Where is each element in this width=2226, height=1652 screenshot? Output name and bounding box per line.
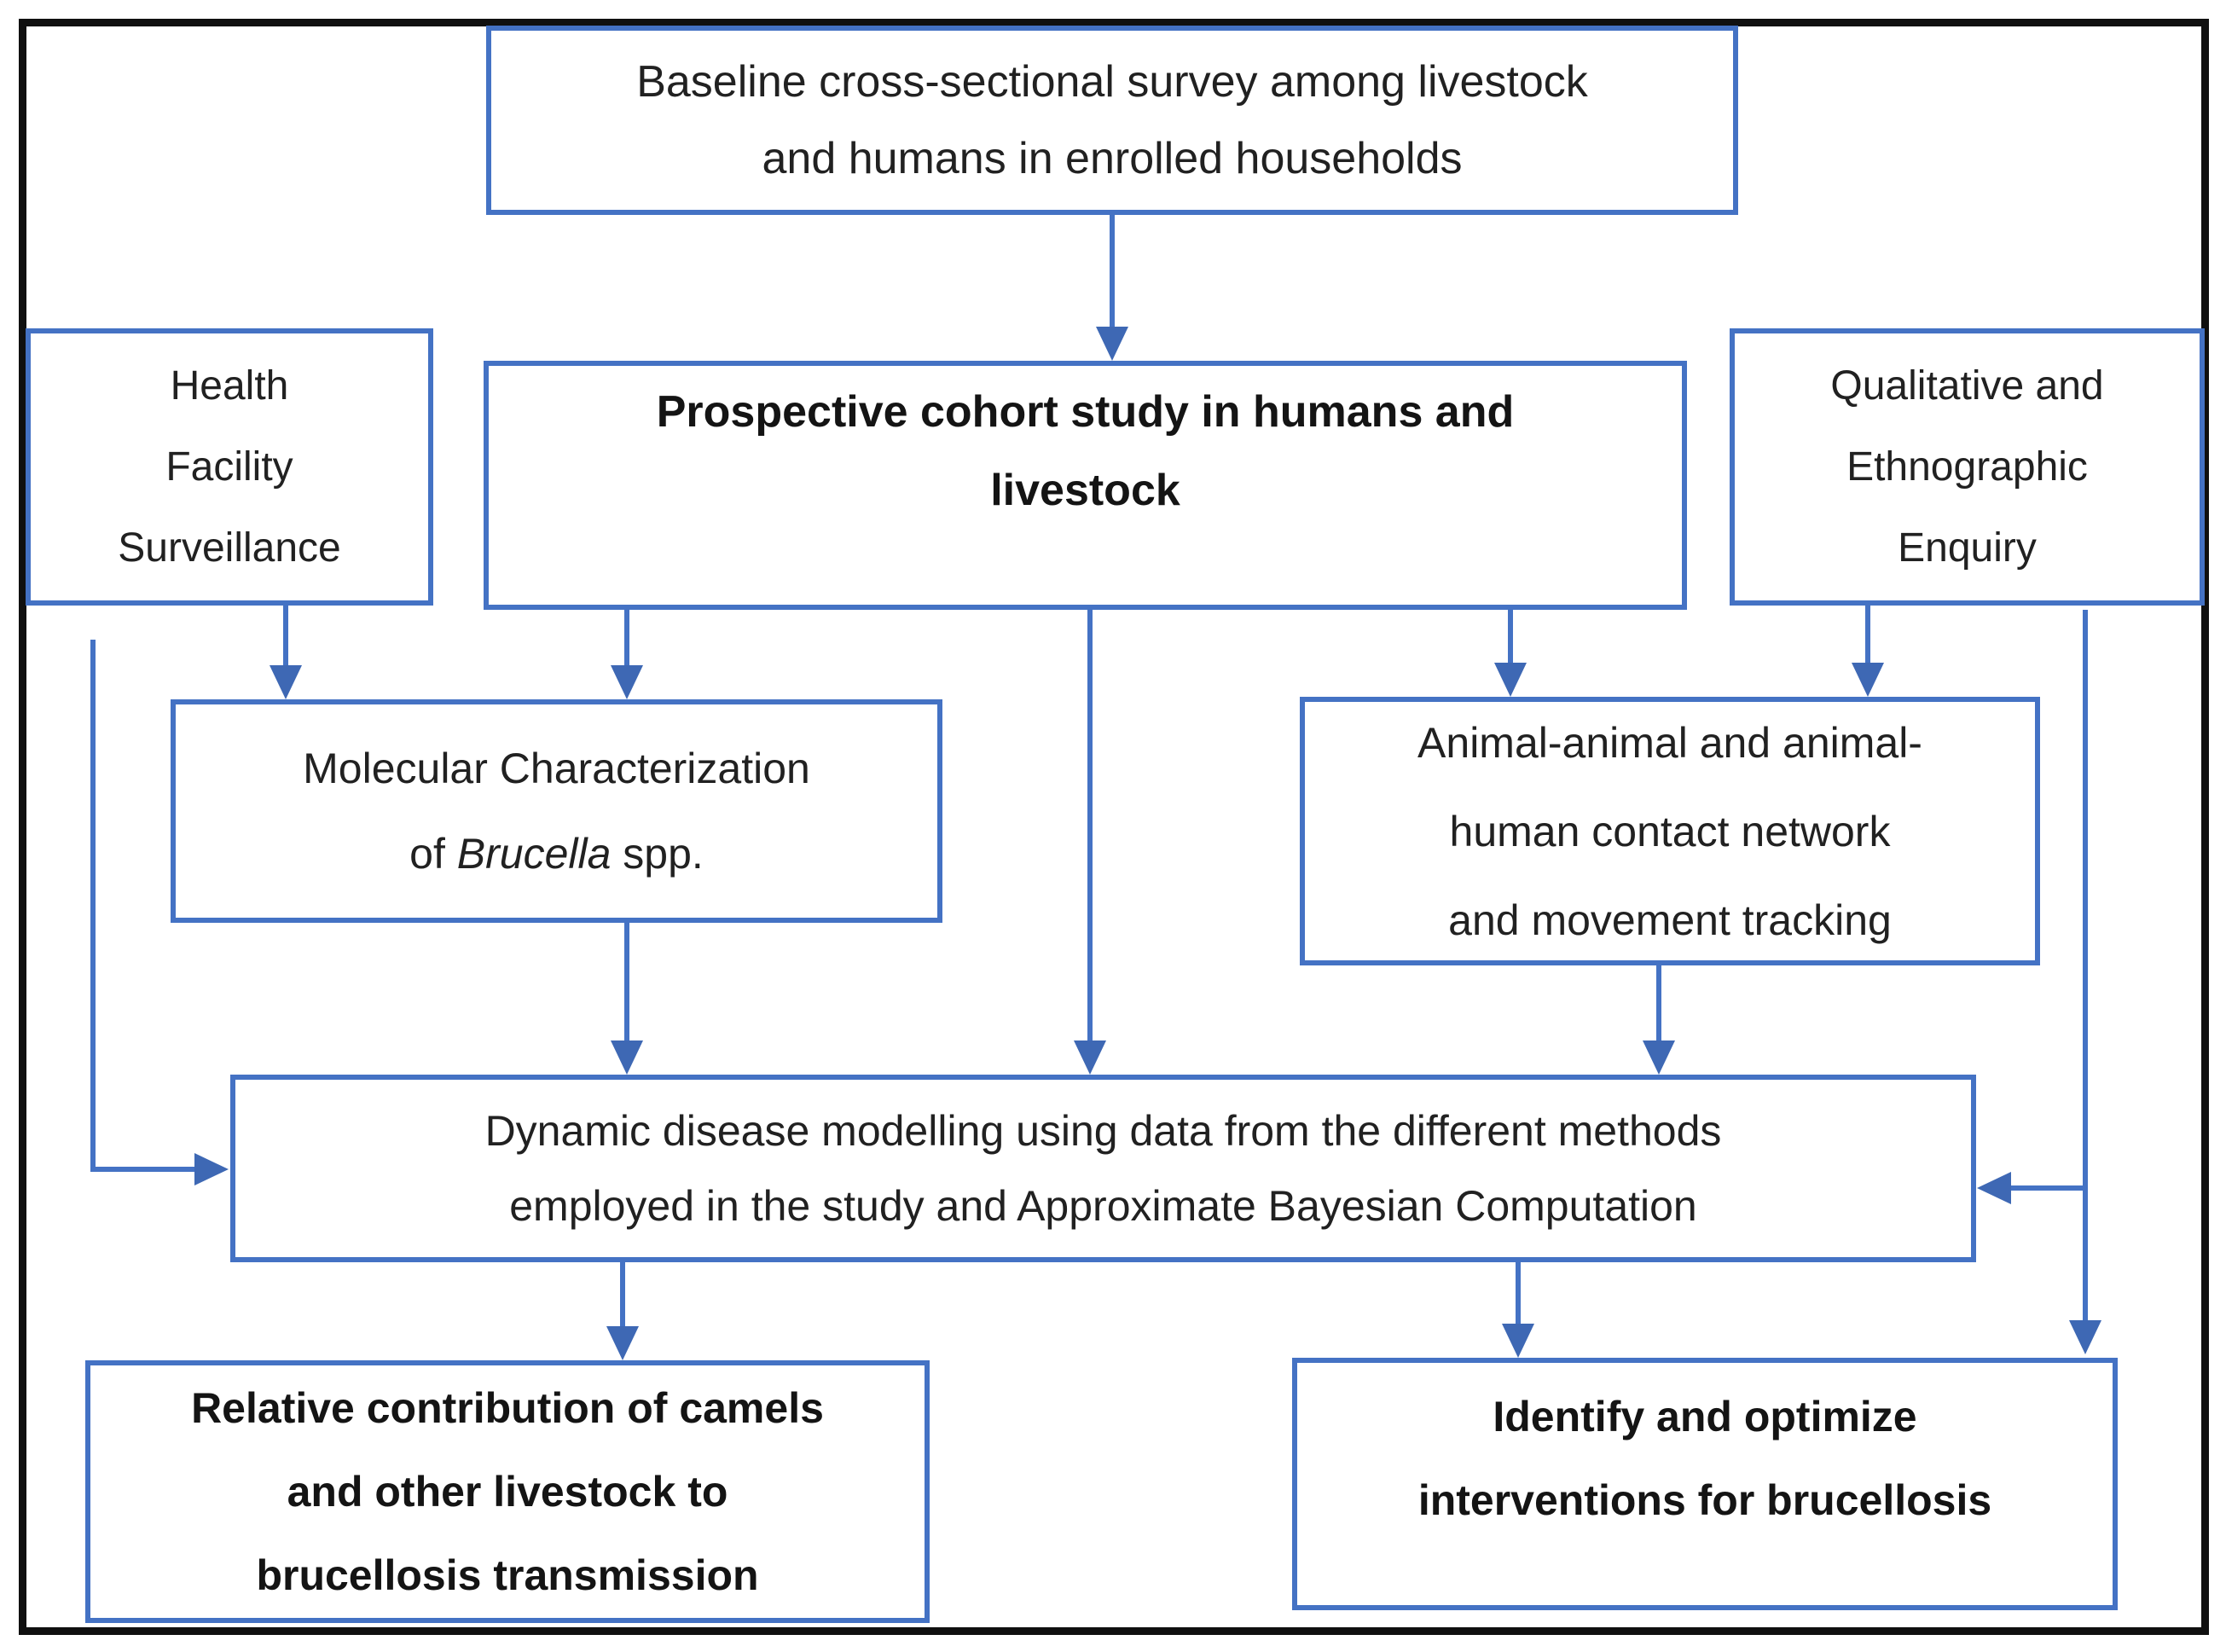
node-text-line: and humans in enrolled households [762, 134, 1463, 183]
connector-qualitative-right-rail [2083, 610, 2088, 1322]
arrowhead-down-icon [1096, 327, 1128, 361]
arrowhead-down-icon [611, 665, 643, 699]
arrowhead-down-icon [606, 1326, 639, 1360]
arrowhead-right-icon [194, 1153, 229, 1185]
connector-qualitative-to-network [1865, 606, 1870, 664]
node-text-line: Qualitative and [1830, 363, 2104, 409]
node-text-line: Enquiry [1898, 525, 2037, 571]
arrowhead-down-icon [1643, 1040, 1675, 1075]
node-text-line: Health [170, 363, 289, 409]
connector-network-to-dynamic [1656, 965, 1661, 1042]
connector-health-to-molecular [283, 606, 288, 667]
arrowhead-down-icon [1494, 663, 1527, 697]
node-text-line: and other livestock to [287, 1468, 728, 1516]
node-text-line: and movement tracking [1448, 896, 1892, 944]
figure-border [19, 19, 2209, 1635]
node-text-line: employed in the study and Approximate Ba… [509, 1182, 1697, 1230]
node-text-line: human contact network [1449, 807, 1891, 855]
arrowhead-down-icon [270, 665, 302, 699]
connector-cohort-to-dynamic [1087, 610, 1093, 1042]
italic-species-name: Brucella [456, 830, 612, 878]
node-text-line: Identify and optimize [1493, 1393, 1917, 1440]
connector-cohort-to-molecular [624, 610, 629, 667]
node-identify-interventions: Identify and optimize interventions for … [1292, 1358, 2118, 1610]
arrowhead-left-icon [1977, 1172, 2011, 1204]
node-text-line: livestock [990, 466, 1180, 515]
node-text-line: brucellosis transmission [256, 1551, 759, 1599]
text-segment: spp. [611, 830, 704, 878]
node-text-line: Baseline cross-sectional survey among li… [636, 57, 1588, 107]
node-molecular-characterization: Molecular Characterization of Brucella s… [171, 699, 942, 923]
node-text-line: interventions for brucellosis [1417, 1476, 1992, 1524]
text-segment: of [409, 830, 457, 878]
arrowhead-down-icon [1502, 1324, 1534, 1358]
node-text-line: Molecular Characterization [303, 745, 810, 792]
connector-baseline-to-cohort [1110, 215, 1115, 328]
arrowhead-down-icon [2069, 1320, 2101, 1354]
connector-cohort-to-network [1508, 610, 1513, 664]
connector-health-to-dynamic-horizontal [90, 1167, 196, 1172]
connector-dynamic-to-relative [620, 1262, 625, 1328]
arrowhead-down-icon [1074, 1040, 1106, 1075]
node-qualitative-enquiry: Qualitative and Ethnographic Enquiry [1730, 328, 2205, 606]
node-text-line: Ethnographic [1846, 444, 2088, 490]
connector-health-to-dynamic-vertical [90, 640, 96, 1172]
arrowhead-down-icon [1852, 663, 1884, 697]
arrowhead-down-icon [611, 1040, 643, 1075]
node-text-line: Animal-animal and animal- [1417, 718, 1922, 767]
node-relative-contribution: Relative contribution of camels and othe… [85, 1360, 930, 1623]
node-text-line: Surveillance [118, 525, 341, 571]
node-text-line: Dynamic disease modelling using data fro… [484, 1107, 1722, 1155]
node-health-facility-surveillance: Health Facility Surveillance [26, 328, 433, 606]
connector-dynamic-to-identify [1516, 1262, 1521, 1325]
connector-molecular-to-dynamic [624, 923, 629, 1042]
node-text-line: of Brucella spp. [409, 811, 704, 896]
node-contact-network: Animal-animal and animal- human contact … [1300, 697, 2040, 965]
node-text-line: Relative contribution of camels [191, 1384, 824, 1432]
connector-rail-to-dynamic [2009, 1185, 2088, 1191]
node-baseline-survey: Baseline cross-sectional survey among li… [486, 26, 1738, 215]
node-text-line: Facility [165, 444, 293, 490]
node-prospective-cohort: Prospective cohort study in humans and l… [484, 361, 1687, 610]
node-dynamic-modelling: Dynamic disease modelling using data fro… [230, 1075, 1976, 1262]
node-text-line: Prospective cohort study in humans and [656, 387, 1515, 437]
